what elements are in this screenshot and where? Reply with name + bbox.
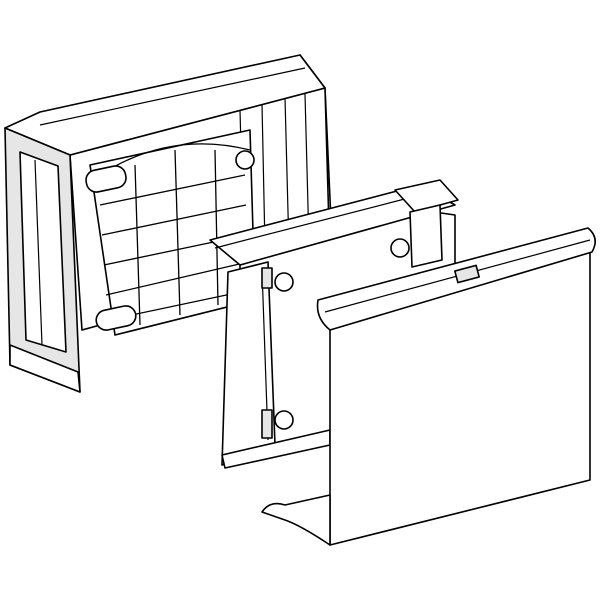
bolt-icon bbox=[274, 410, 294, 430]
front-cover bbox=[261, 227, 596, 546]
bolt-icon bbox=[274, 272, 294, 292]
bolt-icon bbox=[390, 238, 410, 258]
